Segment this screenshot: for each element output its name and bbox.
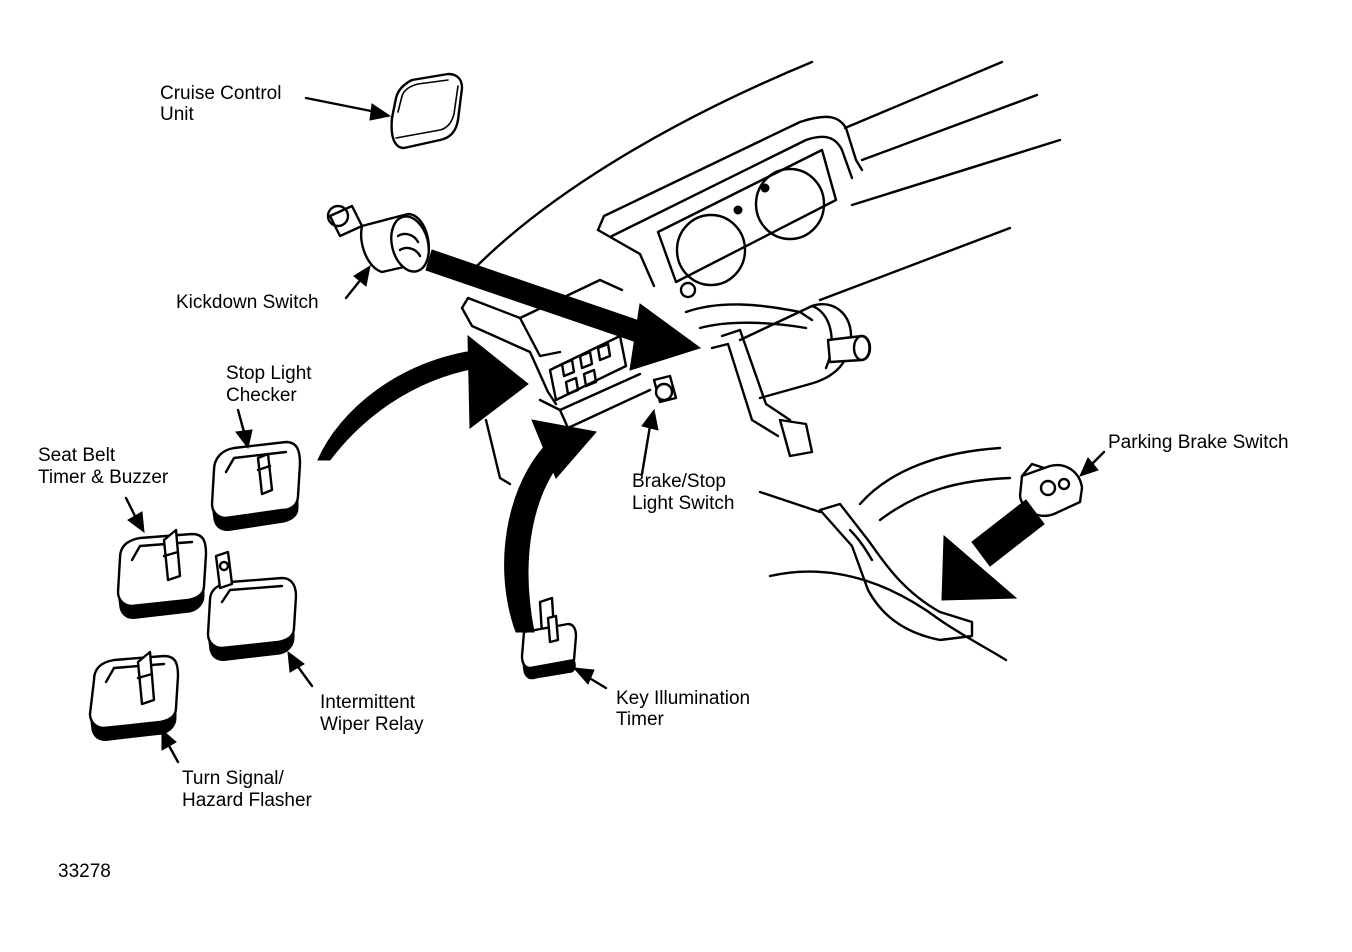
label-intermittent-wiper-line1: Intermittent — [320, 692, 416, 713]
label-turn-signal-line1: Turn Signal/ — [182, 768, 284, 789]
label-brake-stop-line1: Brake/Stop — [632, 471, 726, 492]
label-kickdown-switch: Kickdown Switch — [176, 292, 319, 313]
kickdown-switch — [326, 204, 430, 274]
floor-console-outline — [768, 446, 1084, 662]
leader-arrows — [124, 96, 1106, 764]
dashboard-outline — [460, 60, 1062, 486]
parking-brake-large-arrow — [941, 499, 1045, 601]
label-stop-light-checker-line2: Checker — [226, 385, 297, 406]
label-parking-brake-switch: Parking Brake Switch — [1108, 432, 1289, 453]
cruise-control-unit — [390, 72, 464, 150]
label-brake-stop-line2: Light Switch — [632, 493, 734, 514]
turn-signal-hazard-flasher — [88, 650, 180, 741]
label-key-illumination-line2: Timer — [616, 709, 665, 730]
intermittent-wiper-relay — [206, 550, 298, 661]
label-intermittent-wiper-line2: Wiper Relay — [320, 714, 424, 735]
seat-belt-timer-buzzer — [116, 528, 208, 619]
key-illumination-timer — [520, 596, 578, 680]
dash-curved-arrow-upper — [317, 334, 529, 461]
stop-light-checker — [210, 440, 302, 531]
figure-number: 33278 — [58, 861, 111, 882]
label-stop-light-checker-line1: Stop Light — [226, 363, 312, 384]
dash-curved-arrow-lower — [504, 419, 597, 633]
kickdown-large-arrow — [425, 249, 702, 371]
label-seat-belt-line1: Seat Belt — [38, 445, 116, 466]
label-key-illumination-line1: Key Illumination — [616, 688, 750, 709]
label-turn-signal-line2: Hazard Flasher — [182, 790, 313, 811]
label-seat-belt-line2: Timer & Buzzer — [38, 467, 169, 488]
label-cruise-control-line1: Cruise Control — [160, 83, 281, 104]
label-cruise-control-line2: Unit — [160, 104, 195, 125]
